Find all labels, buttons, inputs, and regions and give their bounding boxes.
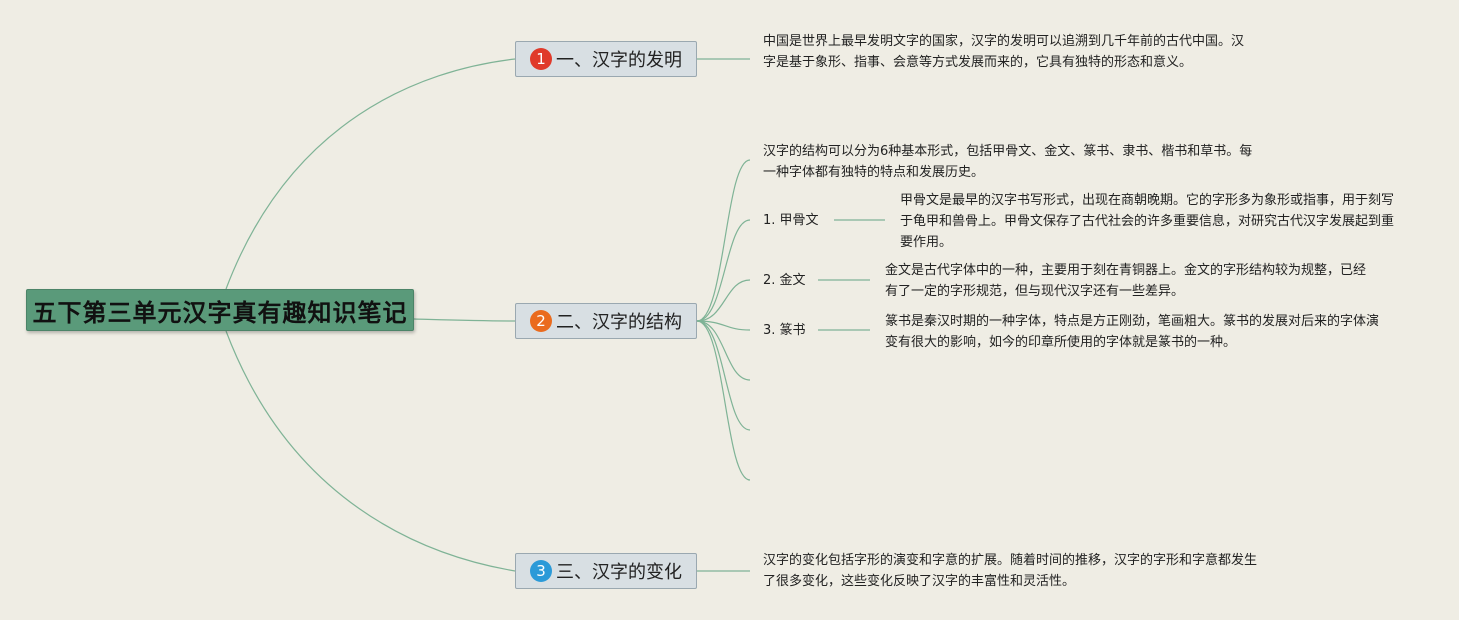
number-badge-1-icon: 1 — [530, 48, 552, 70]
branch-1-description: 中国是世界上最早发明文字的国家，汉字的发明可以追溯到几千年前的古代中国。汉字是基… — [763, 34, 1245, 70]
connector-branch-2-text — [696, 159, 751, 322]
sub-node-oracle-bone[interactable]: 1. 甲骨文 — [763, 213, 819, 228]
sub-node-seal-script[interactable]: 3. 篆书 — [763, 323, 806, 338]
branch-node-invention[interactable]: 1 一、汉字的发明 — [515, 41, 697, 77]
connector-branch-2-sub-2 — [696, 279, 751, 322]
branch-label: 二、汉字的结构 — [556, 312, 682, 333]
root-node[interactable]: 五下第三单元汉字真有趣知识笔记 — [26, 289, 414, 331]
sub-1-description: 甲骨文是最早的汉字书写形式，出现在商朝晚期。它的字形多为象形或指事，用于刻写于龟… — [900, 193, 1395, 250]
number-badge-3-icon: 3 — [530, 560, 552, 582]
sub-3-description: 篆书是秦汉时期的一种字体，特点是方正刚劲，笔画粗大。篆书的发展对后来的字体演变有… — [885, 314, 1380, 350]
connector-branch-2-sub-3 — [696, 320, 751, 331]
connector-branch-2-sub-1 — [696, 219, 751, 322]
sub-node-bronze-script[interactable]: 2. 金文 — [763, 273, 806, 288]
connector-root-branch-1 — [225, 58, 516, 290]
sub-2-description: 金文是古代字体中的一种，主要用于刻在青铜器上。金文的字形结构较为规整，已经有了一… — [885, 263, 1367, 299]
connector-root-branch-2 — [413, 318, 516, 322]
connector-root-branch-3 — [225, 330, 516, 572]
branch-node-structure[interactable]: 2 二、汉字的结构 — [515, 303, 697, 339]
number-badge-2-icon: 2 — [530, 310, 552, 332]
connector-branch-2-empty-2 — [696, 320, 751, 431]
branch-node-change[interactable]: 3 三、汉字的变化 — [515, 553, 697, 589]
branch-label: 三、汉字的变化 — [556, 562, 682, 583]
root-title: 五下第三单元汉字真有趣知识笔记 — [32, 298, 408, 327]
branch-label: 一、汉字的发明 — [556, 50, 682, 71]
branch-3-description: 汉字的变化包括字形的演变和字意的扩展。随着时间的推移，汉字的字形和字意都发生了很… — [763, 553, 1258, 589]
connector-branch-2-empty-1 — [696, 320, 751, 381]
connector-branch-2-empty-3 — [696, 320, 751, 481]
branch-2-description: 汉字的结构可以分为6种基本形式，包括甲骨文、金文、篆书、隶书、楷书和草书。每一种… — [763, 144, 1253, 180]
